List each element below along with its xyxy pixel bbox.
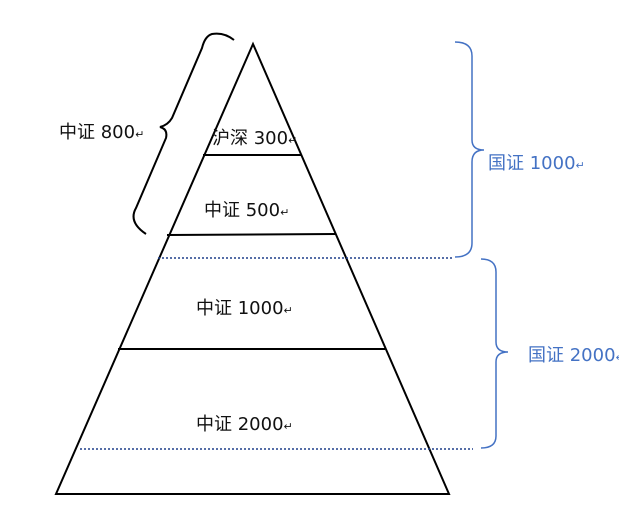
left-curly-bracket — [132, 32, 235, 235]
tier-label-zz500: 中证 500↵ — [204, 200, 289, 221]
right-bracket-guozheng-2000 — [480, 258, 509, 449]
bracket-label-guozheng-2000: 国证 2000↵ — [528, 345, 619, 366]
bracket-label-zz800: 中证 800↵ — [59, 122, 144, 143]
right-bracket-guozheng-1000 — [454, 41, 485, 258]
tier-label-zz1000: 中证 1000↵ — [196, 298, 293, 319]
pyramid-outline — [54, 41, 451, 495]
divider-zz500-zz1000 — [166, 233, 337, 236]
bracket-label-guozheng-1000: 国证 1000↵ — [488, 153, 585, 174]
tier-label-zz2000: 中证 2000↵ — [196, 414, 293, 435]
tier-label-hs300: 沪深 300↵ — [212, 128, 297, 149]
